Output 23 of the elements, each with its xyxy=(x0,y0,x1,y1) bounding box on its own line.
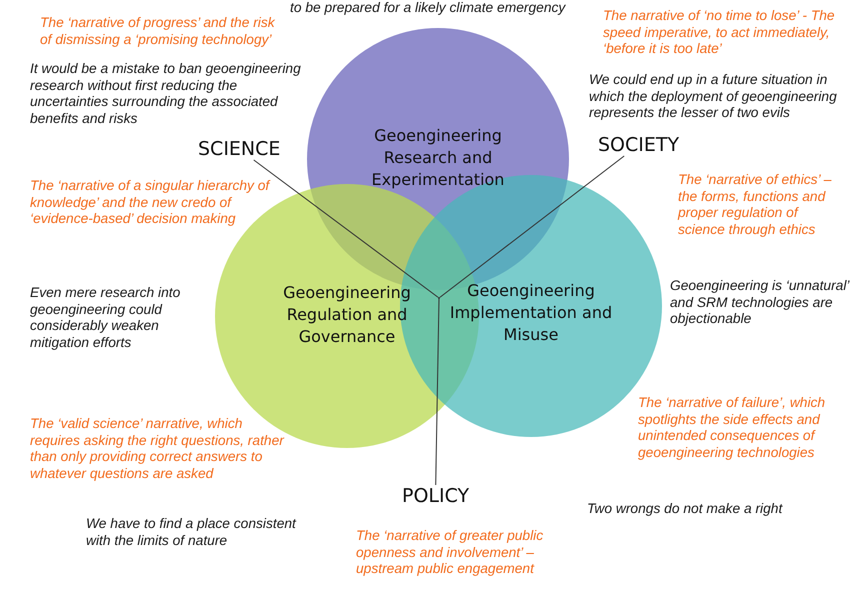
leader-line xyxy=(435,298,440,486)
narrative-text: The ‘narrative of progress’ and the risk of dismissing a ‘promising technology’ xyxy=(40,15,276,48)
quote-text: to be prepared for a likely climate emergency xyxy=(290,0,567,16)
narrative-text: The ‘narrative of ethics’ – the forms, functions and proper regulation of science through ethics xyxy=(678,172,832,238)
narrative-text: The ‘narrative of a singular hierarchy of knowledge’ and the new credo of ‘evidence-based’ decision making xyxy=(30,178,272,228)
category-label: SOCIETY xyxy=(598,134,680,156)
category-label: SCIENCE xyxy=(198,138,280,160)
category-label: POLICY xyxy=(402,485,470,507)
narrative-text: The narrative of ‘no time to lose’ - The speed imperative, to act immediately, ‘before it is too late’ xyxy=(603,8,836,58)
circle-label: Geoengineering Regulation and Governance xyxy=(282,282,412,348)
quote-text: It would be a mistake to ban geoengineering research without first reducing the uncertainties surrounding the associated benefits and risks xyxy=(30,61,302,127)
leader-line xyxy=(440,156,625,298)
narrative-text: The ‘narrative of failure’, which spotlights the side effects and unintended consequences of geoengineering technologies xyxy=(638,395,826,461)
quote-text: Even mere research into geoengineering could considerably weaken mitigation efforts xyxy=(30,285,182,351)
circle-label: Geoengineering Research and Experimentation xyxy=(370,125,506,191)
narrative-text: The ‘valid science’ narrative, which requires asking the right questions, rather than only providing correct answers to whatever questions are asked xyxy=(30,416,286,482)
narrative-text: The ‘narrative of greater public openness and involvement’ – upstream public engagement xyxy=(356,528,544,578)
quote-text: Two wrongs do not make a right xyxy=(587,501,784,518)
quote-text: Geoengineering is ‘unnatural’ and SRM technologies are objectionable xyxy=(670,278,850,328)
quote-text: We have to find a place consistent with the limits of nature xyxy=(86,516,298,549)
circle-label: Geoengineering Implementation and Misuse xyxy=(448,280,614,346)
quote-text: We could end up in a future situation in which the deployment of geoengineering represents the lesser of two evils xyxy=(589,72,838,122)
leader-line xyxy=(253,160,438,298)
